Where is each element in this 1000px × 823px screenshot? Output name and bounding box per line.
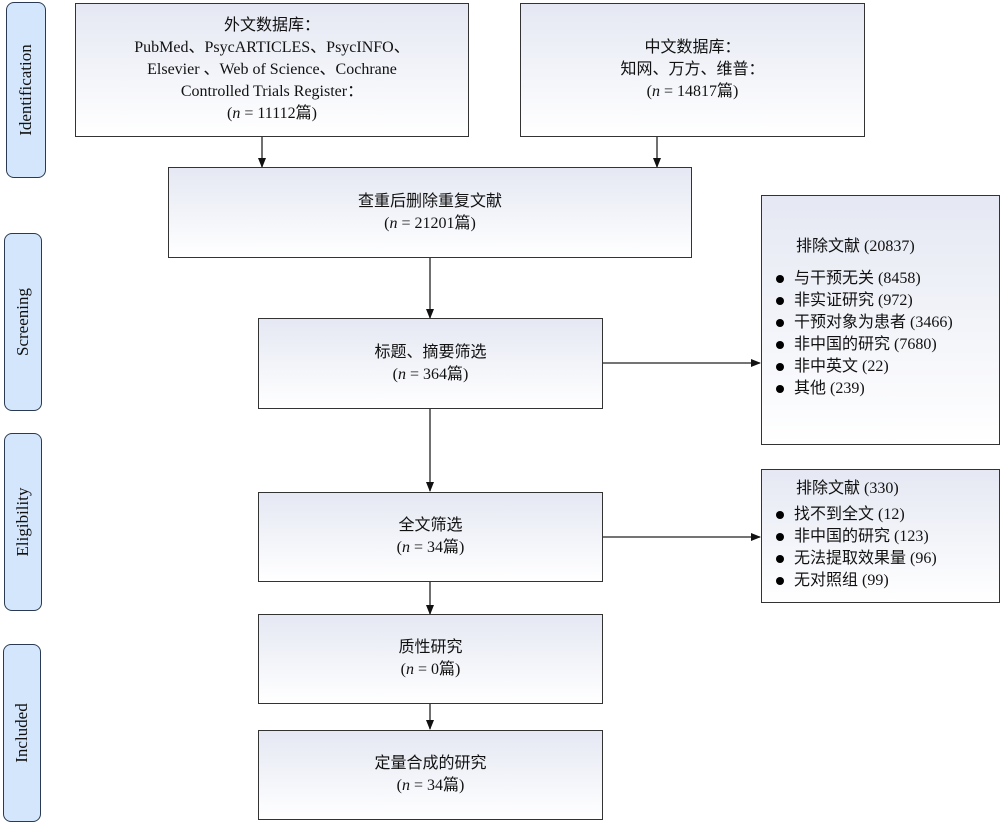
box-line: 知网、万方、维普： [620,61,765,78]
exclusion-list: 找不到全文 (12) 非中国的研究 (123) 无法提取效果量 (96) 无对照… [774,504,937,592]
exclusion-item: 无法提取效果量 (96) [774,548,937,570]
box-fulltext-screening: 全文筛选 (n = 34篇) [258,492,603,582]
exclusion-item: 非中国的研究 (123) [774,526,937,548]
box-line: 全文筛选 [398,517,463,534]
box-line: 定量合成的研究 [374,755,487,772]
box-line: Elsevier 、Web of Science、Cochrane [147,61,397,78]
exclusion-item: 与干预无关 (8458) [774,268,953,290]
exclusion-box-eligibility: 排除文献 (330) 找不到全文 (12) 非中国的研究 (123) 无法提取效… [761,469,1000,603]
box-line: 标题、摘要筛选 [374,343,487,361]
stage-eligibility: Eligibility [4,433,42,611]
exclusion-item: 非中国的研究 (7680) [774,334,953,356]
box-qualitative-studies: 质性研究 (n = 0篇) [258,614,603,704]
box-line: 中文数据库： [644,39,741,56]
exclusion-box-screening: 排除文献 (20837) 与干预无关 (8458) 非实证研究 (972) 干预… [761,195,1000,445]
exclusion-item: 干预对象为患者 (3466) [774,312,953,334]
record-count: (n = 364篇) [392,365,469,383]
box-line: PubMed、PsycARTICLES、PsycINFO、 [134,39,410,56]
exclusion-title: 排除文献 (20837) [796,238,915,255]
record-count: (n = 11112篇) [227,105,317,122]
box-deduplication: 查重后删除重复文献 (n = 21201篇) [168,167,692,258]
box-line: Controlled Trials Register： [180,83,364,100]
stage-identification: Identification [6,2,46,178]
box-foreign-databases: 外文数据库： PubMed、PsycARTICLES、PsycINFO、 Els… [75,3,469,137]
record-count: (n = 34篇) [396,539,465,556]
box-chinese-databases: 中文数据库： 知网、万方、维普： (n = 14817篇) [520,3,865,137]
box-line: 质性研究 [398,639,463,656]
exclusion-list: 与干预无关 (8458) 非实证研究 (972) 干预对象为患者 (3466) … [774,268,953,400]
exclusion-item: 找不到全文 (12) [774,504,937,526]
box-quantitative-synthesis: 定量合成的研究 (n = 34篇) [258,730,603,820]
exclusion-item: 非中英文 (22) [774,356,953,378]
record-count: (n = 14817篇) [646,83,739,100]
stage-included: Included [3,644,41,822]
box-line: 外文数据库： [223,17,320,34]
box-line: 查重后删除重复文献 [357,192,502,210]
record-count: (n = 34篇) [396,777,465,794]
exclusion-item: 非实证研究 (972) [774,290,953,312]
exclusion-item: 无对照组 (99) [774,570,937,592]
exclusion-item: 其他 (239) [774,378,953,400]
record-count: (n = 21201篇) [384,214,476,232]
record-count: (n = 0篇) [400,661,461,678]
box-title-abstract-screening: 标题、摘要筛选 (n = 364篇) [258,318,603,409]
stage-screening: Screening [4,233,42,411]
exclusion-title: 排除文献 (330) [796,480,899,497]
